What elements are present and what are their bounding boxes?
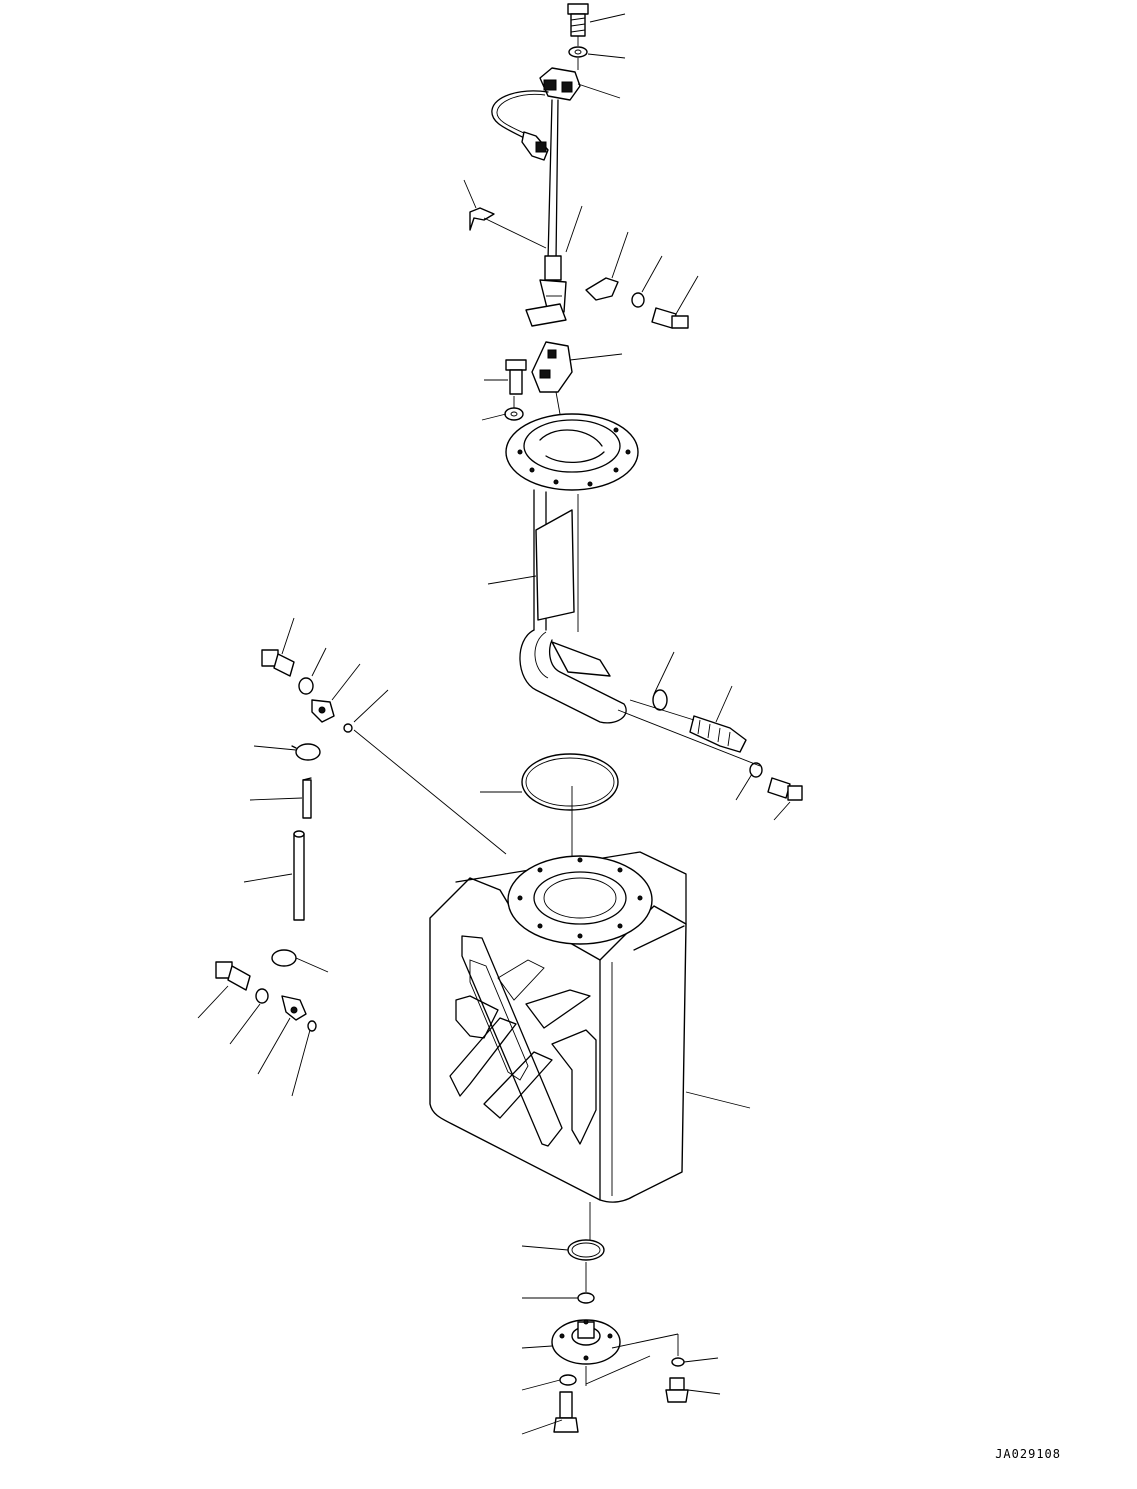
tank-gasket [521,753,619,811]
drain-bolt [553,1391,579,1433]
strainer-filter [689,715,747,753]
left-washer-lower [255,988,269,1004]
oring-lower [307,1020,317,1032]
retainer-clip [585,277,619,301]
mount-bolt [505,359,527,395]
pump-flange [505,413,639,491]
pump-body [533,489,579,632]
drain-washer [559,1374,577,1386]
drain-small-plug [665,1377,689,1403]
drawing-reference-code: JA029108 [995,1447,1061,1461]
hose-tube [293,830,305,921]
side-washer [631,292,645,308]
pump-foot [519,629,627,724]
clip-bracket [469,207,547,249]
connector-head [539,67,581,101]
oring-small [343,723,353,733]
hose-clamp-lower [271,949,297,967]
hose-connector [302,777,312,819]
left-clip-lower [281,995,307,1021]
leader-lines [197,13,791,1435]
hose-clamp-upper [291,743,321,761]
top-bolt [567,3,589,37]
float-oval [652,689,668,711]
top-washer [568,46,588,58]
drain-plate [551,1319,621,1365]
drain-small-washer [671,1357,685,1367]
center-lines [353,36,761,1386]
mount-washer [504,407,524,421]
sender-rod [525,99,567,327]
side-bolt [651,307,689,329]
left-bolt-upper [261,649,295,677]
mount-block [531,341,573,393]
tank-body [429,851,687,1203]
drain-seal [577,1292,595,1304]
strainer-bolt [767,777,803,801]
left-washer-upper [298,677,314,695]
left-clip-upper [311,699,335,723]
drain-oring [567,1239,605,1261]
left-bolt-lower [215,961,251,991]
wire-harness [491,90,549,161]
strainer-washer [749,762,763,778]
